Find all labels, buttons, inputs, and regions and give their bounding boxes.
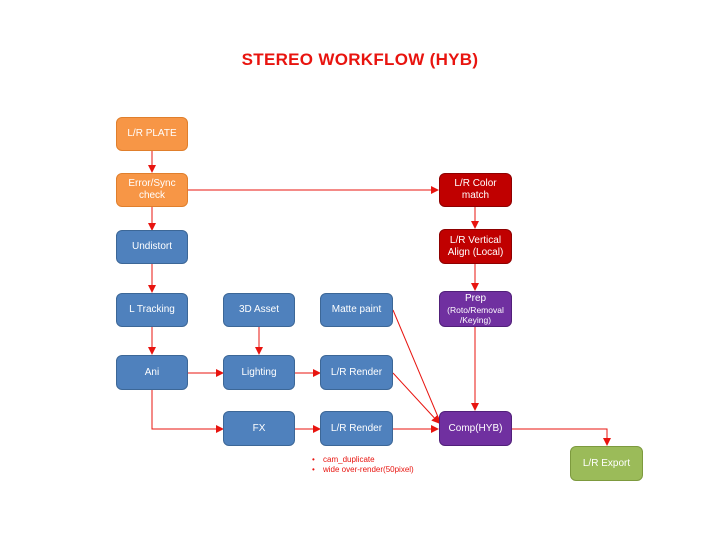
node-error-sync-check: Error/Sync check bbox=[116, 173, 188, 207]
node-fx-label: FX bbox=[252, 422, 266, 434]
arrow-comp-to-export bbox=[512, 428, 611, 446]
arrow-render1-to-comp bbox=[392, 372, 440, 424]
node-fx: FX bbox=[223, 411, 295, 446]
node-l-tracking: L Tracking bbox=[116, 293, 188, 327]
node-error-sync-label-line2: check bbox=[138, 190, 166, 201]
node-matte-paint: Matte paint bbox=[320, 293, 393, 327]
arrow-ani-to-fx bbox=[151, 390, 224, 433]
node-comp-hyb: Comp(HYB) bbox=[439, 411, 512, 446]
node-vertical-align-label-line2: Align (Local) bbox=[447, 246, 504, 258]
node-3d-asset: 3D Asset bbox=[223, 293, 295, 327]
node-lighting: Lighting bbox=[223, 355, 295, 390]
node-prep-label-line1: Prep bbox=[464, 293, 487, 304]
node-lr-export: L/R Export bbox=[570, 446, 643, 481]
render-notes: cam_duplicate wide over-render(50pixel) bbox=[312, 455, 414, 475]
node-undistort-label: Undistort bbox=[131, 241, 172, 252]
node-ani-label: Ani bbox=[144, 366, 160, 378]
node-error-sync-label-line1: Error/Sync bbox=[128, 178, 176, 189]
node-prep: Prep (Roto/Removal /Keying) bbox=[439, 291, 512, 327]
node-color-match-label-line1: L/R Color bbox=[454, 178, 497, 189]
node-lr-plate-label: L/R PLATE bbox=[127, 128, 177, 139]
node-l-tracking-label: L Tracking bbox=[129, 304, 175, 315]
arrow-matte-to-comp bbox=[392, 309, 442, 425]
node-lr-render-2: L/R Render bbox=[320, 411, 393, 446]
node-comp-label: Comp(HYB) bbox=[448, 422, 503, 434]
node-3d-asset-label: 3D Asset bbox=[238, 304, 280, 315]
node-undistort: Undistort bbox=[116, 230, 188, 264]
node-lr-render-1-label: L/R Render bbox=[330, 366, 383, 378]
node-lr-render-1: L/R Render bbox=[320, 355, 393, 390]
page-title: STEREO WORKFLOW (HYB) bbox=[241, 50, 479, 69]
node-lr-render-2-label: L/R Render bbox=[330, 422, 383, 434]
node-vertical-align-label-line1: L/R Vertical bbox=[449, 234, 502, 246]
note-item: cam_duplicate bbox=[312, 455, 414, 465]
node-color-match-label-line2: match bbox=[461, 190, 490, 201]
node-lr-plate: L/R PLATE bbox=[116, 117, 188, 151]
node-lr-color-match: L/R Color match bbox=[439, 173, 512, 207]
node-lr-export-label: L/R Export bbox=[582, 457, 631, 469]
node-ani: Ani bbox=[116, 355, 188, 390]
node-lighting-label: Lighting bbox=[241, 366, 277, 378]
note-item: wide over-render(50pixel) bbox=[312, 465, 414, 475]
node-prep-label-line2: (Roto/Removal bbox=[447, 305, 504, 315]
node-matte-paint-label: Matte paint bbox=[331, 304, 382, 315]
node-lr-vertical-align: L/R Vertical Align (Local) bbox=[439, 229, 512, 264]
node-prep-label-line3: /Keying) bbox=[459, 315, 492, 325]
